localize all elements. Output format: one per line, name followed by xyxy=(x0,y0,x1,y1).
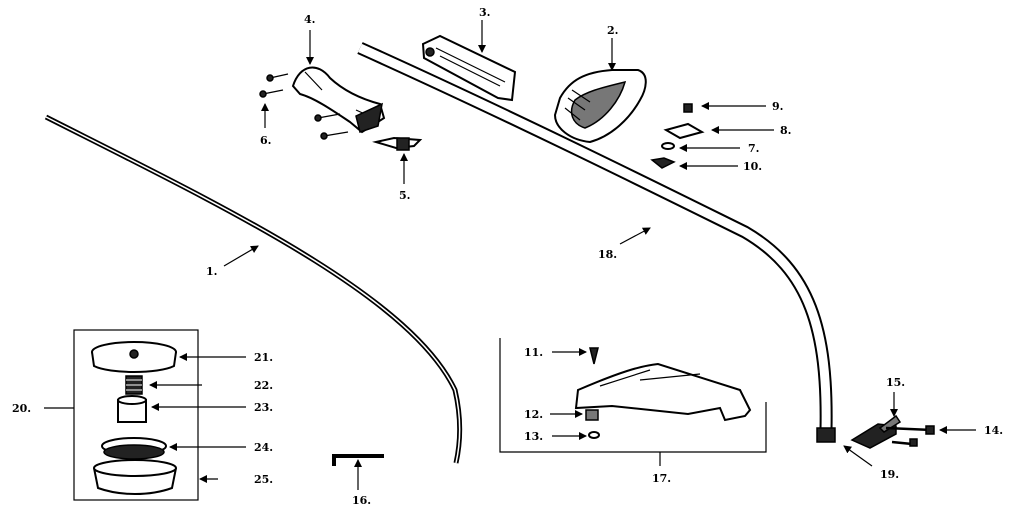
clamp-bracket-part xyxy=(663,122,705,140)
label-8: 8. xyxy=(780,124,791,137)
label-9: 9. xyxy=(772,100,783,113)
label-24: 24. xyxy=(254,441,273,454)
label-21: 21. xyxy=(254,351,273,364)
label-22: 22. xyxy=(254,379,273,392)
trimmer-head-assembly-box xyxy=(73,329,199,501)
label-19: 19. xyxy=(880,468,899,481)
part-labels: 4. 3. 2. 9. 8. 7. 10. 6. 5. 1. 18. 20. 2… xyxy=(12,6,1003,507)
screws-part xyxy=(259,73,349,140)
label-11: 11. xyxy=(524,346,543,359)
label-1: 1. xyxy=(206,265,217,278)
leader-lines xyxy=(44,20,976,490)
wing-nut-part xyxy=(650,157,676,169)
label-3: 3. xyxy=(479,6,490,19)
clamp-screws-part xyxy=(885,425,935,447)
label-14: 14. xyxy=(984,424,1003,437)
leader-1 xyxy=(223,245,259,267)
label-10: 10. xyxy=(743,160,762,173)
spool-hub-part xyxy=(117,395,147,423)
handle-housing-part xyxy=(291,66,386,134)
label-18: 18. xyxy=(598,248,617,261)
label-12: 12. xyxy=(524,408,543,421)
bolt-part xyxy=(683,103,693,113)
spool-cover-part xyxy=(91,341,177,373)
label-16: 16. xyxy=(352,494,371,507)
spool-housing-part xyxy=(93,459,177,495)
tube-clamp-part xyxy=(850,414,902,449)
label-7: 7. xyxy=(748,142,759,155)
label-6: 6. xyxy=(260,134,271,147)
label-25: 25. xyxy=(254,473,273,486)
spring-part xyxy=(125,375,143,395)
leader-19 xyxy=(843,445,873,467)
clamp-nut-part xyxy=(372,136,423,151)
guard-washer-part xyxy=(588,431,600,439)
label-5: 5. xyxy=(399,189,410,202)
washer-part xyxy=(661,142,675,150)
debris-guard-part xyxy=(574,362,752,422)
guard-assembly-bracket xyxy=(499,338,767,453)
line-spool-part xyxy=(101,437,167,460)
upper-handle-part xyxy=(421,34,517,102)
tube-coupling-part xyxy=(816,427,836,443)
label-15: 15. xyxy=(886,376,905,389)
guard-clip-part xyxy=(585,409,599,421)
label-2: 2. xyxy=(607,24,618,37)
leader-18 xyxy=(619,227,651,245)
label-20: 20. xyxy=(12,402,31,415)
hex-wrench-part xyxy=(332,454,384,466)
label-23: 23. xyxy=(254,401,273,414)
drive-shaft-tube-part xyxy=(357,42,836,443)
label-17: 17. xyxy=(652,472,671,485)
guard-screw-part xyxy=(589,347,599,365)
d-handle-part xyxy=(553,69,647,144)
label-4: 4. xyxy=(304,13,315,26)
label-13: 13. xyxy=(524,430,543,443)
drive-cable-part xyxy=(44,114,463,464)
